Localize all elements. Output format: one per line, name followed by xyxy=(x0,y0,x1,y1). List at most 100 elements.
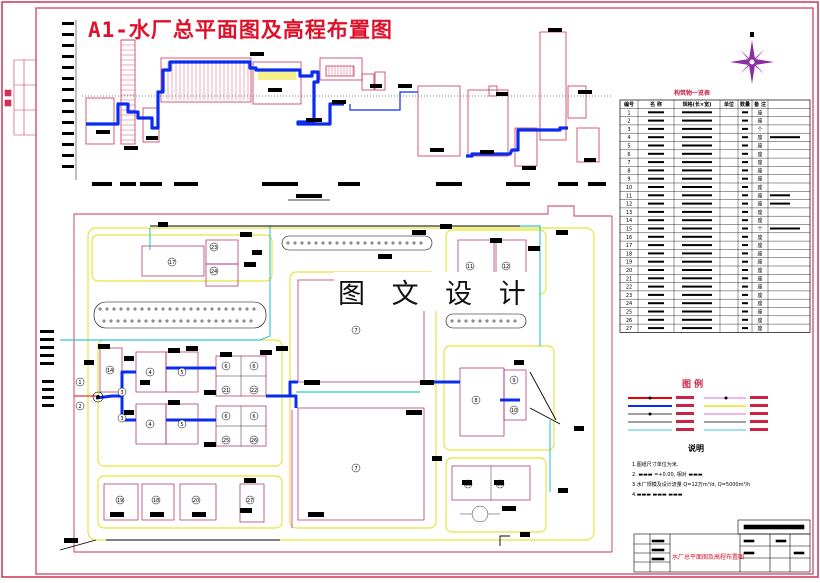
table-row-unit: 座 xyxy=(757,300,762,307)
table-row-number: 25 xyxy=(626,310,632,316)
table-row-number: 11 xyxy=(626,193,632,199)
table-row-unit: 座 xyxy=(757,309,762,316)
plan-number-tag: 27 xyxy=(247,498,253,504)
table-row-unit: 座 xyxy=(757,242,762,249)
table-row-unit: 座 xyxy=(757,234,762,241)
table-row-unit: 座 xyxy=(757,167,762,174)
plan-number-tags: 1723241445456666212225267789101112151619… xyxy=(75,242,519,505)
plan-number-tag: 4 xyxy=(148,370,151,376)
table-row-number: 20 xyxy=(626,268,632,274)
table-row-number: 18 xyxy=(626,251,632,257)
plan-number-tag: 21 xyxy=(223,388,229,394)
inlet-well xyxy=(92,391,104,403)
profile-caption xyxy=(296,194,322,198)
plan-number-tag: 7 xyxy=(354,328,357,334)
table-row-number: 6 xyxy=(627,152,630,158)
plan-subcells xyxy=(216,356,500,523)
table-header-cell: 备 注 xyxy=(753,101,766,108)
profile-blue-thin xyxy=(349,91,418,111)
legend xyxy=(628,396,768,431)
drawing-title: A1-水厂总平面图及高程布置图 xyxy=(88,18,393,42)
table-row-number: 17 xyxy=(626,243,632,249)
watermark-text: 图 文 设 计 xyxy=(334,272,539,311)
table-row-unit: 个 xyxy=(757,127,762,133)
plan-number-tag: 12 xyxy=(503,264,509,270)
plan-number-tag: 9 xyxy=(512,378,515,384)
table-row-unit: 座 xyxy=(757,250,762,257)
table-row-unit: 座 xyxy=(757,275,762,282)
note-line: 1.图纸尺寸单位为米. xyxy=(632,461,679,468)
plan-number-tag: 4 xyxy=(148,422,151,428)
table-row-unit: 座 xyxy=(757,292,762,299)
plan-number-tag: 8 xyxy=(474,398,477,404)
table-row-unit: 座 xyxy=(757,325,762,332)
note-line: 2. ▬▬▬ =+0.00, 相对 ▬▬▬ xyxy=(632,471,703,478)
notes-title: 说明 xyxy=(688,444,704,453)
plan-label-bars xyxy=(40,222,584,543)
table-row-unit: 座 xyxy=(757,134,762,141)
green-belts xyxy=(93,235,527,329)
plan-number-tag: 3 xyxy=(120,416,123,422)
plan-pipes xyxy=(59,225,561,551)
table-row-number: 21 xyxy=(626,276,632,282)
table-row-unit: 座 xyxy=(757,118,762,125)
plan-number-tag: 7 xyxy=(354,466,357,472)
table-header-cell: 名 称 xyxy=(650,101,662,108)
note-line: 4.▬▬▬ ▬▬▬ ▬▬▬ xyxy=(632,492,683,498)
table-row-unit: 座 xyxy=(757,317,762,324)
table-row-number: 12 xyxy=(626,202,632,208)
plan-number-tag: 2 xyxy=(78,404,81,410)
table-row-number: 13 xyxy=(626,210,632,216)
table-row-unit: 座 xyxy=(757,151,762,158)
table-row-number: 4 xyxy=(627,135,630,141)
plan-number-tag: 25 xyxy=(223,438,229,444)
legend-labels xyxy=(676,396,768,431)
profile-main-pipe xyxy=(86,60,344,130)
table-row-number: 24 xyxy=(626,301,632,307)
table-row-number: 3 xyxy=(627,127,630,133)
table-row-unit: 座 xyxy=(757,184,762,191)
table-row-number: 14 xyxy=(626,218,632,224)
profile-main-pipe-2 xyxy=(466,126,568,158)
table-row-unit: 座 xyxy=(757,217,762,224)
plan-number-tag: 18 xyxy=(153,498,159,504)
title-block xyxy=(633,519,811,573)
table-row-number: 5 xyxy=(627,144,630,150)
table-row-number: 27 xyxy=(626,326,632,332)
table-header-cell: 数量 xyxy=(740,101,750,108)
table-row-number: 22 xyxy=(626,285,632,291)
table-row-unit: 座 xyxy=(757,209,762,216)
profile-labels xyxy=(92,28,606,186)
notes: 1.图纸尺寸单位为米.2. ▬▬▬ =+0.00, 相对 ▬▬▬3.水厂规模及设… xyxy=(632,461,750,498)
plan-number-tag: 6 xyxy=(252,414,255,420)
elevation-scale xyxy=(62,20,77,180)
table-row-unit: 个 xyxy=(757,227,762,233)
table-row-unit: 座 xyxy=(757,143,762,150)
plan-number-tag: 19 xyxy=(117,498,123,504)
table-row-unit: 座 xyxy=(757,192,762,199)
table-row-number: 8 xyxy=(627,168,630,174)
binding-strip xyxy=(4,59,36,136)
plan-number-tag: 6 xyxy=(224,364,227,370)
table-row-unit: 座 xyxy=(757,267,762,274)
plan-main-pipe xyxy=(95,366,520,422)
plan-number-tag: 22 xyxy=(251,388,257,394)
plan-number-tag: 24 xyxy=(211,269,217,275)
table-header-cell: 单位 xyxy=(724,101,734,108)
table-row-number: 1 xyxy=(627,110,630,116)
site-boundary xyxy=(73,205,613,553)
table-row-number: 9 xyxy=(627,177,630,183)
table-row-unit: 座 xyxy=(757,284,762,291)
plan-number-tag: 6 xyxy=(224,414,227,420)
profile-structures xyxy=(85,31,600,167)
plan-number-tag: 6 xyxy=(252,364,255,370)
title-block-drawing-name: 水厂总平面图及高程布置图 xyxy=(672,554,745,561)
plan-number-tag: 10 xyxy=(511,408,517,414)
yellow-label-band xyxy=(258,70,296,80)
table-row-number: 7 xyxy=(627,160,630,166)
table-row-number: 15 xyxy=(626,227,632,233)
